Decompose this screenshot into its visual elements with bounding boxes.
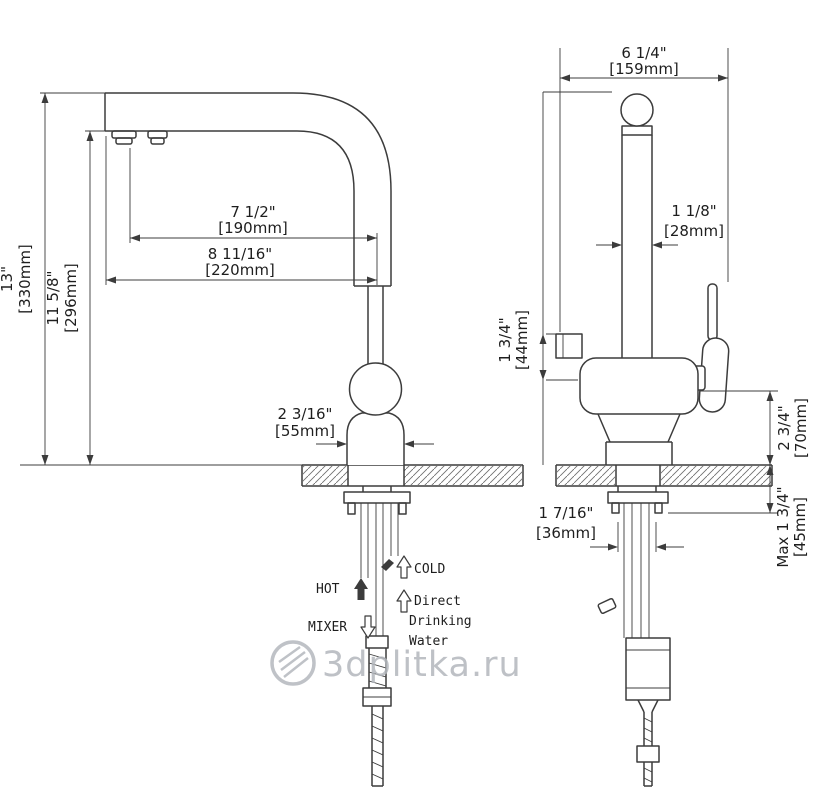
front-view-under-deck	[597, 486, 671, 787]
cold-flow-arrow-icon	[396, 555, 412, 579]
mounting-bolt	[611, 502, 620, 514]
aerator-outlet	[111, 130, 137, 139]
dim-2-3-4in-label: 2 3/4"	[775, 405, 793, 450]
dim-2-3-16in-label: 2 3/16"	[278, 405, 333, 423]
hot-flow-arrow-icon	[354, 578, 368, 600]
direct-flow-arrow-icon	[396, 589, 412, 613]
dim-reach-7-1-2in: 7 1/2" [190mm]	[129, 148, 378, 285]
dim-base-2-3-16in: 2 3/16" [55mm]	[275, 405, 434, 448]
mounting-bolt	[654, 502, 663, 514]
supply-hoses	[623, 503, 650, 638]
mounting-flange	[343, 491, 411, 504]
side-view-deck	[20, 464, 524, 487]
dim-max-1-3-4in-label: Max 1 3/4"	[774, 486, 792, 567]
hose-connector	[365, 635, 389, 649]
dim-330mm-label: [330mm]	[16, 244, 34, 314]
spout-inner-edge	[105, 130, 355, 286]
front-view-deck	[555, 464, 773, 487]
dim-44mm-label: [44mm]	[513, 310, 531, 370]
side-view-faucet-outline	[104, 92, 405, 465]
dim-11-5-8in-label: 11 5/8"	[44, 271, 62, 326]
dim-28mm-label: [28mm]	[664, 222, 724, 240]
dim-8-11-16in-label: 8 11/16"	[208, 245, 272, 263]
deck-hatch	[404, 466, 522, 485]
supply-annotations: HOT COLD MIXER Direct Drinking Water	[308, 555, 472, 649]
dim-55mm-label: [55mm]	[275, 422, 335, 440]
side-view: HOT COLD MIXER Direct Drinking Water 13"…	[0, 92, 524, 787]
dim-190mm-label: [190mm]	[218, 219, 288, 237]
side-outlet	[555, 333, 583, 359]
watermark: 3dplitka.ru	[270, 640, 522, 686]
spout-top-cap	[620, 93, 654, 127]
dim-7-1-2in-label: 7 1/2"	[230, 203, 275, 221]
direct-water-label-line3: Water	[409, 634, 448, 649]
dim-max-deck-1-3-4in: Max 1 3/4" [45mm]	[668, 465, 809, 568]
side-view-under-deck	[343, 486, 411, 787]
watermark-logo-icon	[270, 640, 316, 686]
deck-hatch	[303, 466, 348, 485]
dim-296mm-label: [296mm]	[62, 263, 80, 333]
base-flange	[605, 441, 673, 465]
dim-body-2-3-4in: 2 3/4" [70mm]	[700, 390, 810, 465]
dim-159mm-label: [159mm]	[609, 60, 679, 78]
check-valve-housing	[625, 637, 671, 701]
dim-36mm-label: [36mm]	[536, 524, 596, 542]
spout-stem	[367, 286, 384, 364]
dim-outlet-1-3-4in: 1 3/4" [44mm]	[496, 91, 612, 465]
dim-1-7-16in-label: 1 7/16"	[539, 504, 594, 522]
cold-label: COLD	[414, 562, 445, 577]
direct-water-label-line1: Direct	[414, 594, 461, 609]
front-view: 6 1/4" [159mm] 1 1/8" [28mm] 1 3/4" [44m…	[496, 44, 810, 787]
faucet-base	[346, 412, 405, 465]
handle-lever	[707, 283, 718, 341]
mixer-body	[579, 357, 699, 415]
hose-fitting	[636, 745, 660, 763]
shutoff-valve-icon	[597, 597, 617, 615]
dim-height-11-5-8in: 11 5/8" [296mm]	[44, 130, 112, 465]
dim-reach-8-11-16in: 8 11/16" [220mm]	[105, 136, 377, 285]
dim-width-6-1-4in: 6 1/4" [159mm]	[559, 44, 729, 332]
deck-hatch	[661, 466, 771, 485]
spout-column	[621, 135, 653, 358]
dim-6-1-4in-label: 6 1/4"	[621, 44, 666, 62]
hot-label: HOT	[316, 582, 340, 597]
dim-1-1-8in-label: 1 1/8"	[671, 202, 716, 220]
dim-220mm-label: [220mm]	[205, 261, 275, 279]
filtered-outlet	[150, 137, 165, 145]
watermark-text: 3dplitka.ru	[322, 645, 522, 685]
dim-1-3-4in-label: 1 3/4"	[496, 317, 514, 362]
front-view-faucet-outline	[555, 93, 730, 465]
mounting-bolt	[398, 502, 407, 515]
mounting-bolt	[347, 502, 356, 515]
dim-column-1-1-8in: 1 1/8" [28mm]	[596, 202, 724, 249]
outlet-hose	[371, 706, 384, 787]
deck-hatch	[557, 466, 615, 485]
spout-outer-edge	[105, 92, 392, 286]
mixer-label: MIXER	[308, 620, 347, 635]
dim-shank-1-7-16in: 1 7/16" [36mm]	[536, 504, 684, 552]
swivel-ball-joint	[348, 362, 403, 416]
mounting-flange	[607, 491, 669, 504]
supply-hoses	[360, 503, 399, 636]
mixer-flow-arrow-icon	[360, 615, 376, 639]
aerator-outlet	[115, 137, 133, 145]
filtered-outlet	[147, 130, 168, 139]
dim-13in-label: 13"	[0, 266, 16, 292]
dim-70mm-label: [70mm]	[792, 398, 810, 458]
dim-height-13in: 13" [330mm]	[0, 92, 105, 465]
inline-valve-icon	[381, 559, 394, 571]
spout-collar	[621, 125, 653, 136]
direct-water-label-line2: Drinking	[409, 614, 472, 629]
dim-45mm-label: [45mm]	[791, 497, 809, 557]
body-taper	[597, 413, 681, 443]
